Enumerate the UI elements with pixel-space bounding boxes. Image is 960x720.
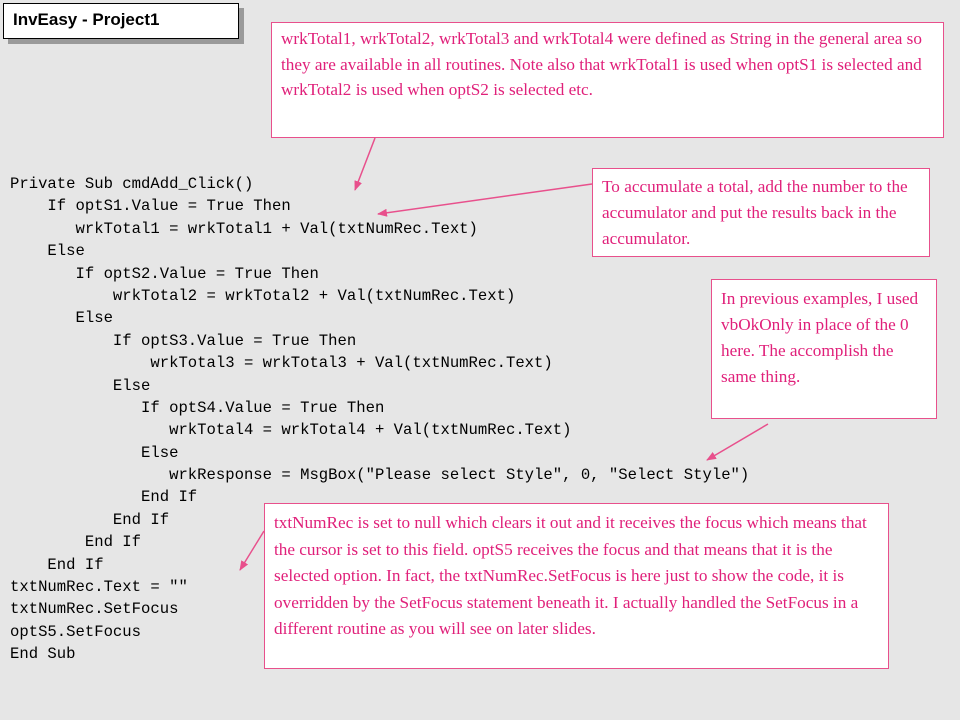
- slide-title-box: InvEasy - Project1: [3, 3, 239, 39]
- note-accumulate: To accumulate a total, add the number to…: [592, 168, 930, 257]
- note-general-area: wrkTotal1, wrkTotal2, wrkTotal3 and wrkT…: [271, 22, 944, 138]
- arrow-accumulate: [377, 183, 593, 217]
- note-vbokonly: In previous examples, I used vbOkOnly in…: [711, 279, 937, 419]
- code-line: wrkTotal2 = wrkTotal2 + Val(txtNumRec.Te…: [10, 286, 516, 305]
- code-line: If optS2.Value = True Then: [10, 264, 319, 283]
- arrow-setfocus: [239, 530, 265, 571]
- code-line: wrkTotal1 = wrkTotal1 + Val(txtNumRec.Te…: [10, 219, 478, 238]
- code-line: End Sub: [10, 645, 76, 664]
- code-line: End If: [10, 510, 170, 529]
- code-line: wrkResponse = MsgBox("Please select Styl…: [10, 466, 750, 485]
- code-line: End If: [10, 533, 142, 552]
- arrow-general-area: [354, 137, 376, 191]
- code-line: If optS3.Value = True Then: [10, 331, 357, 350]
- code-line: If optS1.Value = True Then: [10, 197, 291, 216]
- arrow-vbokonly: [706, 423, 769, 461]
- code-line: txtNumRec.Text = "": [10, 578, 188, 597]
- code-line: Else: [10, 443, 179, 462]
- code-block: Private Sub cmdAdd_Click() If optS1.Valu…: [10, 173, 749, 666]
- code-line: If optS4.Value = True Then: [10, 398, 385, 417]
- code-line: Else: [10, 376, 151, 395]
- code-line: End If: [10, 555, 104, 574]
- code-line: Private Sub cmdAdd_Click(): [10, 175, 254, 193]
- code-line: optS5.SetFocus: [10, 622, 142, 641]
- code-line: wrkTotal4 = wrkTotal4 + Val(txtNumRec.Te…: [10, 421, 572, 440]
- code-line: txtNumRec.SetFocus: [10, 600, 179, 619]
- code-line: Else: [10, 242, 85, 261]
- slide-title: InvEasy - Project1: [13, 10, 160, 29]
- note-setfocus: txtNumRec is set to null which clears it…: [264, 503, 889, 669]
- code-line: Else: [10, 309, 113, 328]
- code-line: wrkTotal3 = wrkTotal3 + Val(txtNumRec.Te…: [10, 354, 553, 373]
- code-line: End If: [10, 488, 198, 507]
